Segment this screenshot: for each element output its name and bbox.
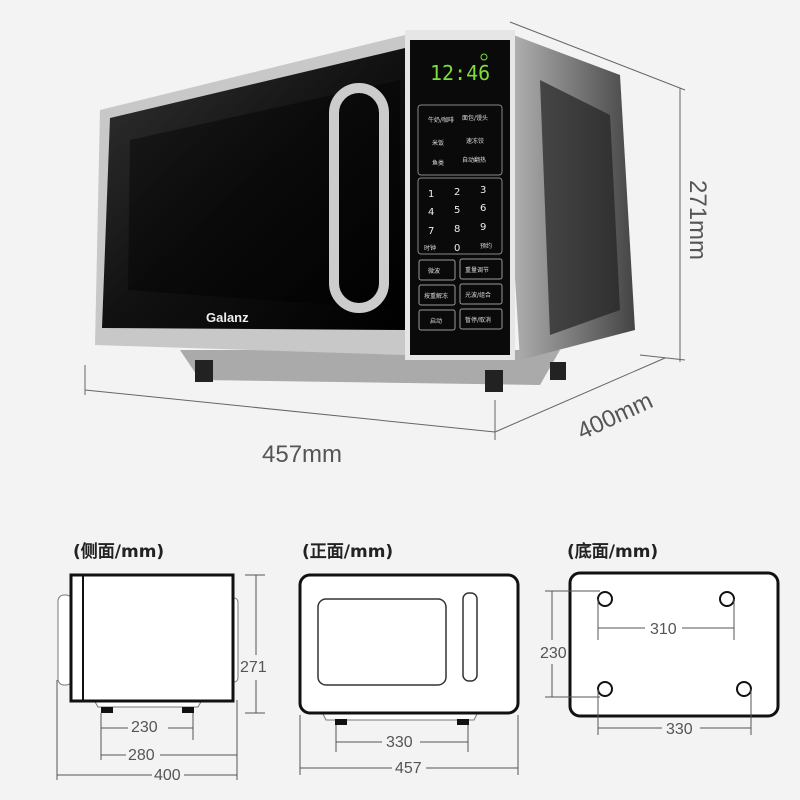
side-feet-spacing: 230 xyxy=(131,719,158,736)
bottom-depth-spacing: 230 xyxy=(540,645,567,662)
preset-rice[interactable]: 米饭 xyxy=(432,139,444,147)
key-schedule[interactable]: 预约 xyxy=(480,242,492,250)
side-base-width: 280 xyxy=(128,747,155,764)
preset-bread[interactable]: 面包/馒头 xyxy=(462,114,488,122)
microwave-button[interactable]: 微波 xyxy=(428,267,440,275)
front-width: 457 xyxy=(395,760,422,777)
side-view-title: (侧面/mm) xyxy=(73,541,164,562)
preset-dumpling[interactable]: 速冻饺 xyxy=(466,137,484,145)
front-view: (正面/mm) 330 457 xyxy=(298,542,520,777)
dimension-lines xyxy=(84,21,686,440)
key-5[interactable]: 5 xyxy=(454,205,460,216)
microwave-photo: 12:46 牛奶/咖啡 面包/馒头 米饭 速冻饺 鱼类 自动翻热 1 2 3 4… xyxy=(95,30,635,392)
pause-cancel-button[interactable]: 暂停/取消 xyxy=(465,316,491,324)
side-height: 271 xyxy=(240,659,267,676)
start-button[interactable]: 启动 xyxy=(430,317,442,325)
side-view: (侧面/mm) 271 230 280 400 xyxy=(56,541,267,784)
side-depth: 400 xyxy=(154,767,181,784)
preset-reheat[interactable]: 自动翻热 xyxy=(462,156,486,164)
key-3[interactable]: 3 xyxy=(480,185,486,196)
key-8[interactable]: 8 xyxy=(454,224,460,235)
key-2[interactable]: 2 xyxy=(454,187,460,198)
key-clock[interactable]: 时钟 xyxy=(424,244,436,252)
bottom-view-title: (底面/mm) xyxy=(567,541,658,562)
bottom-view: (底面/mm) 310 230 330 xyxy=(540,541,780,738)
front-feet-spacing: 330 xyxy=(386,734,413,751)
height-label: 271mm xyxy=(684,180,711,260)
width-label: 457mm xyxy=(262,441,342,468)
brand-logo: Galanz xyxy=(206,310,249,325)
clock-display: 12:46 xyxy=(430,61,490,85)
weight-button[interactable]: 重量调节 xyxy=(465,266,489,274)
key-7[interactable]: 7 xyxy=(428,226,434,237)
power-icon xyxy=(480,53,488,61)
key-0[interactable]: 0 xyxy=(454,243,460,254)
key-9[interactable]: 9 xyxy=(480,222,486,233)
bottom-back-spacing: 310 xyxy=(650,621,677,638)
grill-combo-button[interactable]: 光波/组合 xyxy=(465,291,491,299)
key-1[interactable]: 1 xyxy=(428,189,434,200)
front-view-title: (正面/mm) xyxy=(302,542,393,562)
depth-label: 400mm xyxy=(573,387,657,445)
keypad: 1 2 3 4 5 6 7 8 9 时钟 0 预约 xyxy=(424,185,492,254)
preset-fish[interactable]: 鱼类 xyxy=(432,159,444,167)
preset-milk[interactable]: 牛奶/咖啡 xyxy=(428,116,454,124)
key-4[interactable]: 4 xyxy=(428,207,434,218)
defrost-button[interactable]: 按重解冻 xyxy=(424,292,448,300)
key-6[interactable]: 6 xyxy=(480,203,486,214)
bottom-front-spacing: 330 xyxy=(666,721,693,738)
